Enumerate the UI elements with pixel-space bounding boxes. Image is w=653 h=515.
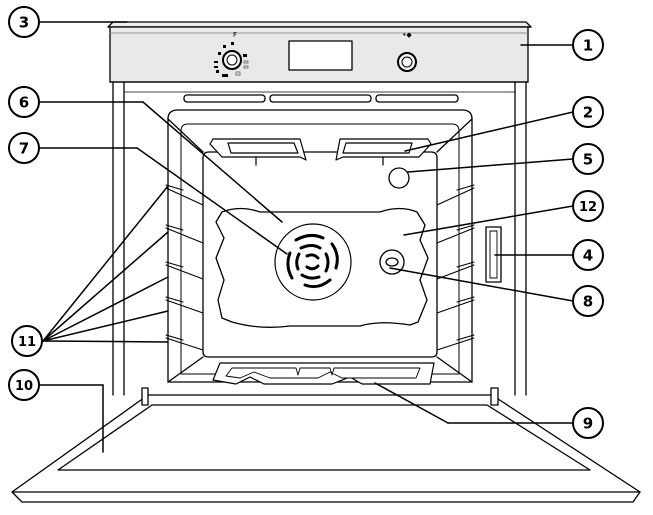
selector-knob [222, 50, 242, 70]
top-trim [107, 21, 532, 28]
callout-7-label: 7 [19, 140, 29, 158]
vent-slots [183, 94, 459, 103]
callout-8-label: 8 [583, 293, 593, 311]
bottom-heating-element [212, 362, 435, 385]
callout-7: 7 [8, 132, 40, 164]
callout-9-label: 9 [583, 415, 593, 433]
callout-11: 11 [11, 325, 43, 357]
display-window [288, 40, 353, 71]
callout-10-label: 10 [15, 379, 33, 394]
oven-lamp [388, 167, 410, 189]
callout-9: 9 [572, 407, 604, 439]
callout-3: 3 [8, 6, 40, 38]
thermostat-knob [397, 52, 417, 72]
cabinet-frame [112, 81, 527, 396]
callout-11-label: 11 [18, 335, 36, 350]
callout-3-label: 3 [19, 14, 29, 32]
thermostat-label: •◆ [402, 31, 412, 39]
fan [274, 223, 352, 301]
callout-12: 12 [572, 190, 604, 222]
callout-6: 6 [8, 86, 40, 118]
callout-5: 5 [572, 143, 604, 175]
callout-10: 10 [8, 369, 40, 401]
callout-4: 4 [572, 239, 604, 271]
callout-5-label: 5 [583, 151, 593, 169]
callout-8: 8 [572, 285, 604, 317]
selector-label: F [233, 31, 237, 39]
callout-12-label: 12 [579, 200, 597, 215]
callout-6-label: 6 [19, 94, 29, 112]
shelf-runners [165, 184, 475, 351]
oven-cavity [167, 109, 473, 383]
callout-2-label: 2 [583, 104, 593, 122]
callout-1: 1 [572, 29, 604, 61]
callout-2: 2 [572, 96, 604, 128]
top-heating-element [209, 138, 432, 166]
leader-lines [39, 21, 574, 453]
callout-4-label: 4 [583, 247, 593, 265]
rating-plate [379, 249, 405, 275]
selector-function-icons [214, 42, 249, 77]
oven-door [11, 387, 641, 503]
callout-1-label: 1 [583, 37, 593, 55]
